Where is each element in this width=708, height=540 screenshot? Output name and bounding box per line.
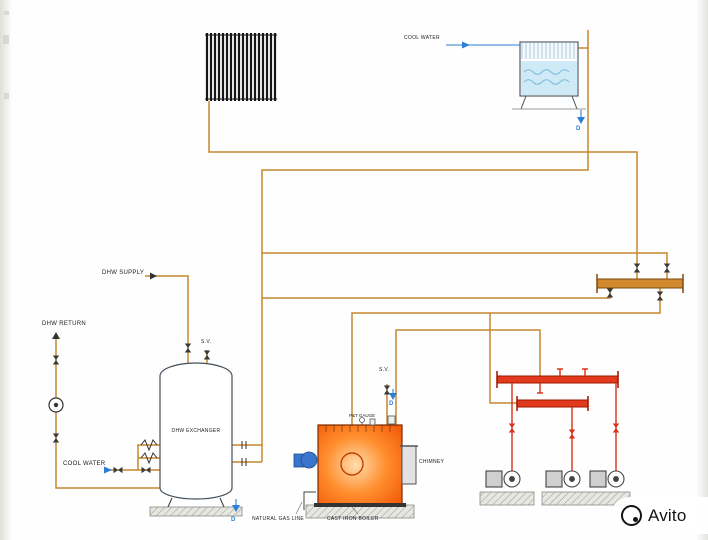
pump-1 xyxy=(485,470,521,488)
scan-artifact xyxy=(4,93,9,99)
radiator xyxy=(205,33,277,101)
label-chimney: CHIMNEY xyxy=(419,459,445,465)
pump-valve-icon xyxy=(612,423,620,433)
label-natural-gas-line: NATURAL GAS LINE xyxy=(252,516,305,522)
tower-fill-media xyxy=(521,43,577,59)
cooling-tower xyxy=(512,41,586,110)
avito-logo-icon xyxy=(621,505,642,526)
pump-2 xyxy=(545,470,581,488)
valve-icon xyxy=(52,433,60,443)
boiler-base xyxy=(314,503,406,507)
safety-valve-icon xyxy=(203,350,211,360)
red-manifolds xyxy=(496,368,620,471)
label-drain-sv: D xyxy=(389,401,394,407)
valve-icon xyxy=(663,263,671,273)
return-arrow-icon xyxy=(52,332,60,339)
label-dhw-return: DHW RETURN xyxy=(42,321,86,327)
label-cast-iron-boiler: CAST IRON BOILER xyxy=(327,516,379,522)
label-cool-water-tower: COOL WATER xyxy=(404,35,440,41)
label-dhw-supply: DHW SUPPLY xyxy=(102,270,145,276)
dhw-return-pipe xyxy=(55,336,160,489)
header-lower-pipe xyxy=(262,288,611,299)
label-pt-gauge: P&T GAUGE xyxy=(349,413,376,418)
dhw-exchanger-tank xyxy=(159,362,233,508)
boiler-label-leader xyxy=(351,506,359,515)
return-manifold-feeder xyxy=(489,313,517,404)
chimney-duct xyxy=(401,445,417,485)
boiler-door xyxy=(340,452,364,476)
dhw-supply-pipe xyxy=(145,275,189,366)
label-drain-tank: D xyxy=(231,517,236,523)
piping-network xyxy=(55,30,668,489)
boiler-aquastat xyxy=(369,418,376,426)
pump-group xyxy=(485,470,625,488)
tower-water xyxy=(521,61,577,95)
tower-return-pipe xyxy=(261,30,589,462)
main-branch-pipe xyxy=(262,252,668,279)
flow-arrow-icon xyxy=(462,41,470,49)
burner-blower xyxy=(300,451,318,469)
distribution-header xyxy=(596,274,684,293)
flex-connector-icon xyxy=(140,452,158,465)
gas-label-leader xyxy=(295,501,303,515)
supply-arrow-icon xyxy=(150,272,157,280)
drain-arrow-icon xyxy=(389,393,397,400)
valve-icon xyxy=(656,291,664,301)
pump-risers xyxy=(511,368,617,471)
label-sv-tank: S.V. xyxy=(201,339,212,345)
tank-pad xyxy=(149,506,243,517)
watermark-brand: Avito xyxy=(648,505,687,525)
drain-arrow-icon xyxy=(577,117,585,124)
avito-logo-dot xyxy=(633,517,638,522)
valve-icon xyxy=(52,355,60,365)
valve-icon xyxy=(141,466,151,474)
flex-connector-icon xyxy=(140,439,158,452)
scan-artifact xyxy=(4,11,9,15)
pump-pad-1 xyxy=(479,491,535,506)
scan-artifact xyxy=(3,35,9,44)
radiator-pipe xyxy=(208,101,638,279)
boiler-control-box xyxy=(387,415,396,425)
cast-iron-boiler xyxy=(293,415,418,515)
label-sv-boiler: S.V. xyxy=(379,367,390,373)
concrete-pads xyxy=(149,491,631,519)
tank-side-stub-1 xyxy=(137,444,160,470)
blue-accents xyxy=(52,41,585,512)
label-dhw-exchanger: DHW EXCHANGER xyxy=(171,428,221,434)
boiler-riser-pipe xyxy=(395,329,541,425)
pump-valve-icon xyxy=(508,423,516,433)
label-cool-water-left: COOL WATER xyxy=(63,461,106,467)
return-manifold xyxy=(516,399,589,408)
gas-pipe xyxy=(303,491,316,510)
union-icon xyxy=(241,441,247,466)
drain-arrow-icon xyxy=(232,505,240,512)
label-drain-tower: D xyxy=(576,126,581,132)
valve-icon xyxy=(184,343,192,353)
flow-arrow-icon xyxy=(104,466,112,474)
pump-valve-icon xyxy=(568,429,576,439)
valve-icon xyxy=(606,288,614,298)
pump-3 xyxy=(589,470,625,488)
supply-manifold xyxy=(496,375,619,384)
watermark: Avito xyxy=(611,497,708,534)
fittings xyxy=(48,397,247,466)
boiler-supply-pipe xyxy=(351,288,661,425)
valve-icon xyxy=(113,466,123,474)
valve-icon xyxy=(633,263,641,273)
